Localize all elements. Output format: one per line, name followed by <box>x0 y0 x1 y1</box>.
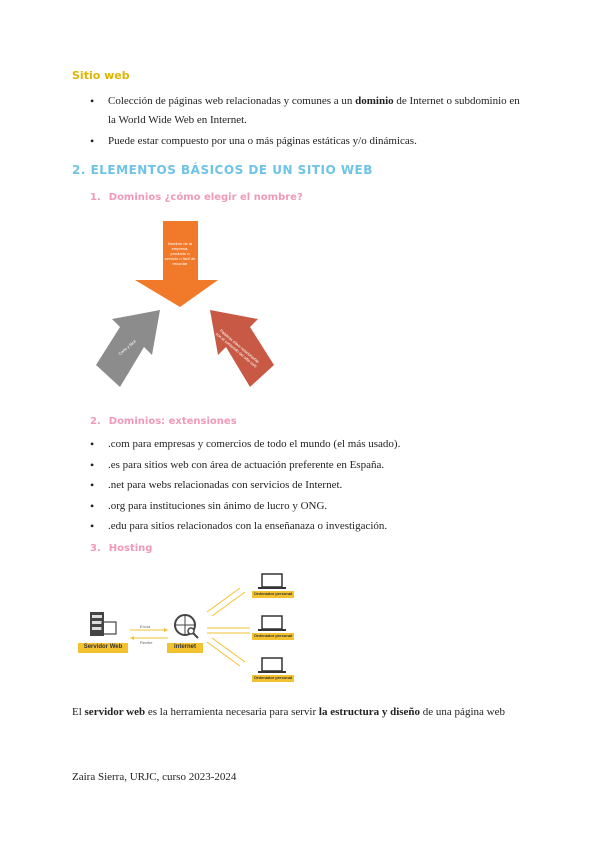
list-item: .org para instituciones sin ánimo de luc… <box>90 496 530 517</box>
arrow-right-rust <box>210 310 274 387</box>
server-label: Servidor Web <box>83 644 123 650</box>
client-label: Ordenador personal <box>253 633 293 638</box>
globe-icon <box>174 614 199 639</box>
subheading-dominios-extensiones: 2.Dominios: extensiones <box>90 416 237 427</box>
section-title-sitio-web: Sitio web <box>72 69 130 82</box>
servidor-web-paragraph: El servidor web es la herramienta necesa… <box>72 706 505 718</box>
client-label: Ordenador personal <box>253 591 293 596</box>
laptop-icon <box>258 615 286 631</box>
subheading-dominios-nombre: 1.Dominios ¿cómo elegir el nombre? <box>90 192 303 203</box>
client-label: Ordenador personal <box>253 675 293 680</box>
list-item: .com para empresas y comercios de todo e… <box>90 434 530 455</box>
arrow-left-grey <box>96 310 160 387</box>
server-icon <box>90 612 117 636</box>
list-item: .es para sitios web con área de actuació… <box>90 455 530 476</box>
internet-label-bg <box>167 643 203 653</box>
server-label-bg <box>78 643 128 653</box>
laptop-icon <box>258 573 286 589</box>
list-item: Puede estar compuesto por una o más pági… <box>90 132 530 151</box>
internet-label: Internet <box>173 644 196 650</box>
page-footer: Zaira Sierra, URJC, curso 2023-2024 <box>72 771 237 783</box>
list-item: Colección de páginas web relacionadas y … <box>90 92 530 130</box>
envia-label: Envía <box>140 624 151 629</box>
laptop-icon <box>258 657 286 673</box>
arrow-top-text: Nombre de la empresa, producto o servici… <box>164 241 196 266</box>
subheading-hosting: 3.Hosting <box>90 543 153 554</box>
section-heading-elementos: 2. ELEMENTOS BÁSICOS DE UN SITIO WEB <box>72 163 373 177</box>
list-item: .edu para sitios relacionados con la ens… <box>90 516 530 537</box>
arrow-top-orange <box>135 221 218 307</box>
recibe-label: Recibe <box>140 640 153 645</box>
list-item: .net para webs relacionadas con servicio… <box>90 475 530 496</box>
hosting-diagram: Servidor Web Internet Envía Recibe Orden… <box>72 570 332 690</box>
sitio-web-bullet-list: Colección de páginas web relacionadas y … <box>90 92 530 151</box>
extensions-bullet-list: .com para empresas y comercios de todo e… <box>90 434 530 537</box>
domain-name-diagram: Nombre de la empresa, producto o servici… <box>90 215 280 395</box>
